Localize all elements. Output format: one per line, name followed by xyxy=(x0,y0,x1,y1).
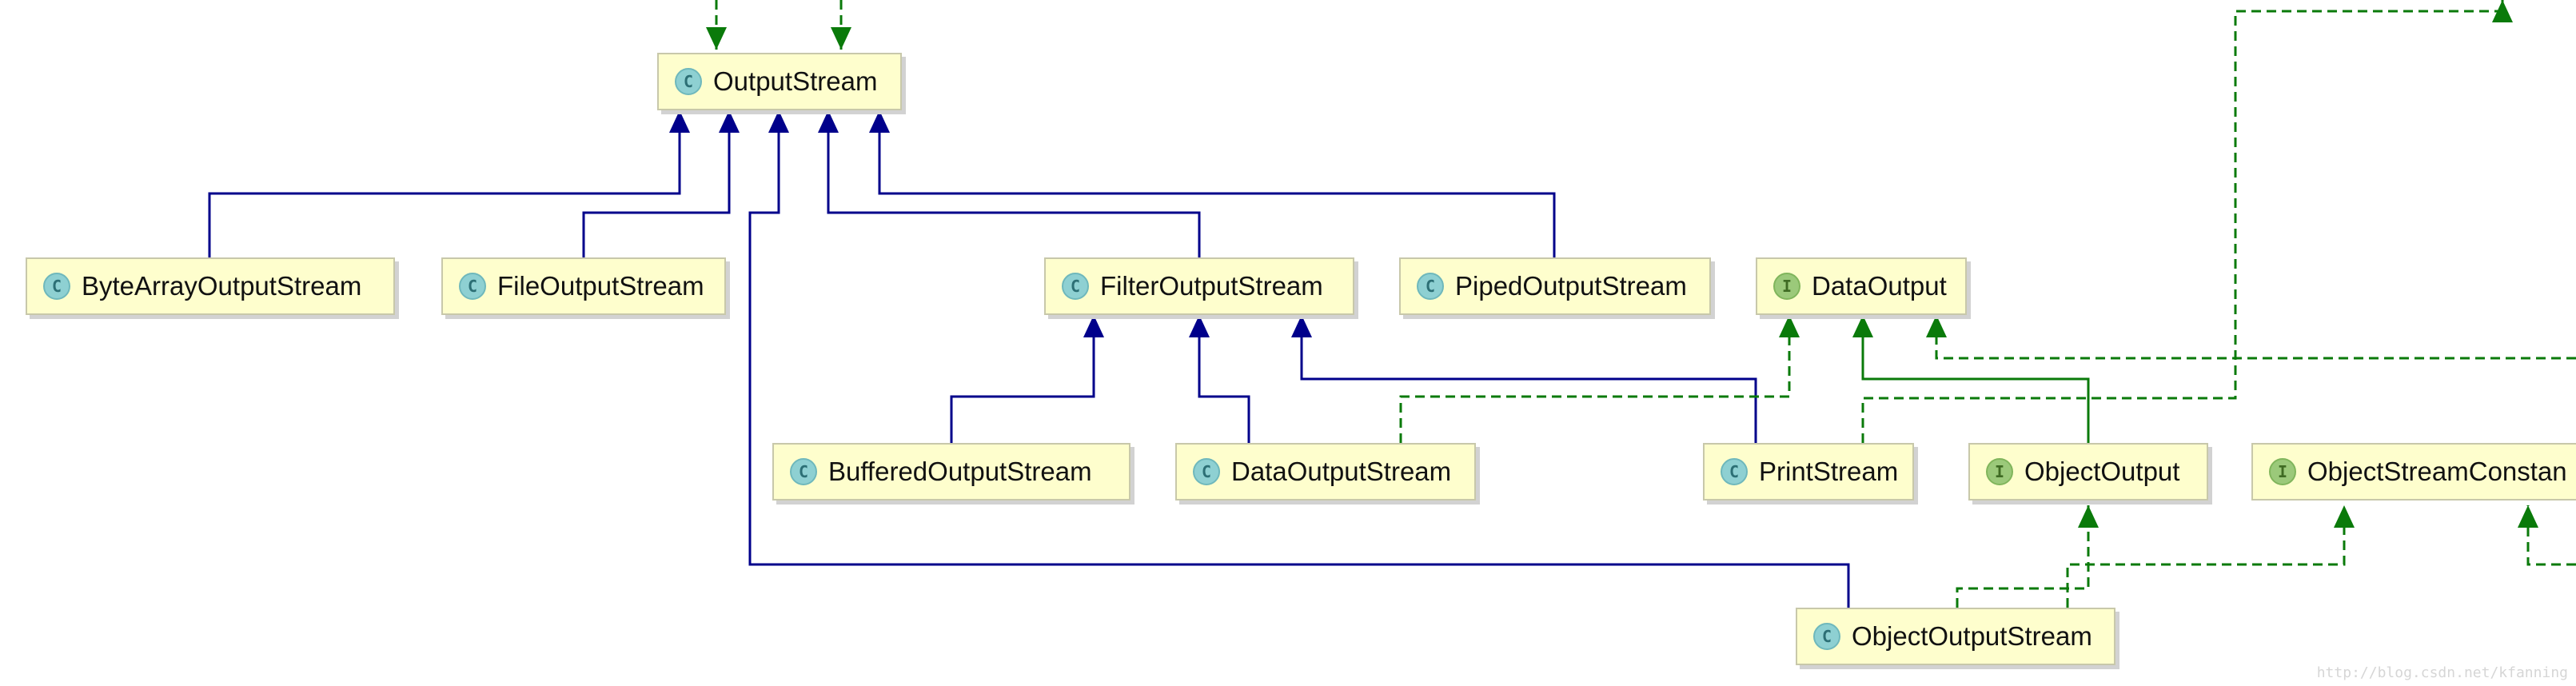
interface-icon: I xyxy=(2269,458,2296,485)
edge-objectoutputstream-implements-objectstreamconstants xyxy=(2066,505,2346,608)
edge-objectoutputstream-extends-outputstream-arrowhead xyxy=(768,110,789,133)
edge-dataoutputstream-implements-dataoutput-arrowhead xyxy=(1779,315,1800,337)
interface-name: ObjectOutput xyxy=(2024,457,2180,486)
class-icon: C xyxy=(1813,623,1840,650)
interface-icon: I xyxy=(1986,458,2013,485)
edge-dataoutputstream-implements-dataoutput xyxy=(1399,315,1791,443)
edge-objectoutputstream-extends-outputstream xyxy=(748,110,1850,608)
edge-objectoutputstream-implements-objectstreamconstants-arrowhead xyxy=(2334,505,2355,528)
edge-into-outputstream-b-arrowhead xyxy=(831,27,851,50)
class-name: BufferedOutputStream xyxy=(828,457,1092,486)
class-name: PipedOutputStream xyxy=(1455,271,1687,301)
edge-filter-extends-outputstream xyxy=(827,110,1201,257)
class-node-dataoutputstream[interactable]: C DataOutputStream xyxy=(1175,443,1476,501)
interface-name: DataOutput xyxy=(1812,271,1947,301)
edge-printstream-offscreen-arrowhead xyxy=(2492,0,2513,22)
class-node-printstream[interactable]: C PrintStream xyxy=(1703,443,1914,501)
edge-piped-extends-outputstream xyxy=(878,110,1556,257)
class-node-outputstream[interactable]: C OutputStream xyxy=(657,53,902,110)
edge-objectoutputstream-implements-objectoutput-arrowhead xyxy=(2078,505,2099,528)
edge-buffered-extends-filter-arrowhead xyxy=(1083,315,1104,337)
class-icon: C xyxy=(1721,458,1748,485)
class-name: FileOutputStream xyxy=(497,271,704,301)
class-name: FilterOutputStream xyxy=(1100,271,1323,301)
edge-offscreen-into-dataoutput-arrowhead xyxy=(1926,315,1947,337)
class-node-pipedoutputstream[interactable]: C PipedOutputStream xyxy=(1399,257,1711,315)
class-name: ByteArrayOutputStream xyxy=(82,271,362,301)
class-icon: C xyxy=(459,273,486,300)
class-node-bytearrayoutputstream[interactable]: C ByteArrayOutputStream xyxy=(26,257,395,315)
class-icon: C xyxy=(675,68,702,95)
edge-objectoutput-extends-dataoutput-arrowhead xyxy=(1852,315,1873,337)
edge-dataoutputstream-extends-filter xyxy=(1198,315,1250,443)
edge-objectoutput-extends-dataoutput xyxy=(1861,315,2090,443)
interface-node-dataoutput[interactable]: I DataOutput xyxy=(1756,257,1967,315)
edge-piped-extends-outputstream-arrowhead xyxy=(869,110,890,133)
interface-icon: I xyxy=(1773,273,1800,300)
class-name: DataOutputStream xyxy=(1231,457,1452,486)
interface-name: ObjectStreamConstan xyxy=(2307,457,2567,486)
edge-printstream-extends-filter-arrowhead xyxy=(1291,315,1312,337)
edge-bytearray-extends-outputstream-arrowhead xyxy=(669,110,690,133)
class-icon: C xyxy=(1417,273,1444,300)
class-name: OutputStream xyxy=(713,66,878,96)
edge-buffered-extends-filter xyxy=(950,315,1095,443)
edge-objectoutputstream-implements-objectoutput xyxy=(1956,505,2090,608)
class-icon: C xyxy=(1062,273,1089,300)
watermark-text: http://blog.csdn.net/kfanning xyxy=(2316,664,2568,681)
edge-file-extends-outputstream xyxy=(582,110,731,257)
edge-offscreen-into-objectstreamconstants xyxy=(2526,505,2576,566)
class-icon: C xyxy=(1193,458,1220,485)
edge-offscreen-into-objectstreamconstants-arrowhead xyxy=(2518,505,2538,528)
edge-filter-extends-outputstream-arrowhead xyxy=(818,110,839,133)
edge-offscreen-into-dataoutput xyxy=(1935,315,2576,360)
class-icon: C xyxy=(43,273,70,300)
edge-printstream-extends-filter xyxy=(1300,315,1757,443)
edge-file-extends-outputstream-arrowhead xyxy=(719,110,740,133)
interface-node-objectstreamconstants[interactable]: I ObjectStreamConstan xyxy=(2251,443,2576,501)
interface-node-objectoutput[interactable]: I ObjectOutput xyxy=(1968,443,2208,501)
class-node-fileoutputstream[interactable]: C FileOutputStream xyxy=(441,257,726,315)
edge-dataoutputstream-extends-filter-arrowhead xyxy=(1189,315,1210,337)
edge-bytearray-extends-outputstream xyxy=(208,110,681,257)
class-name: PrintStream xyxy=(1759,457,1899,486)
class-node-bufferedoutputstream[interactable]: C BufferedOutputStream xyxy=(772,443,1130,501)
class-node-objectoutputstream[interactable]: C ObjectOutputStream xyxy=(1796,608,2115,665)
edge-printstream-offscreen xyxy=(1861,0,2504,443)
class-icon: C xyxy=(790,458,817,485)
class-node-filteroutputstream[interactable]: C FilterOutputStream xyxy=(1044,257,1354,315)
edge-into-outputstream-a-arrowhead xyxy=(706,27,727,50)
class-name: ObjectOutputStream xyxy=(1852,621,2092,651)
